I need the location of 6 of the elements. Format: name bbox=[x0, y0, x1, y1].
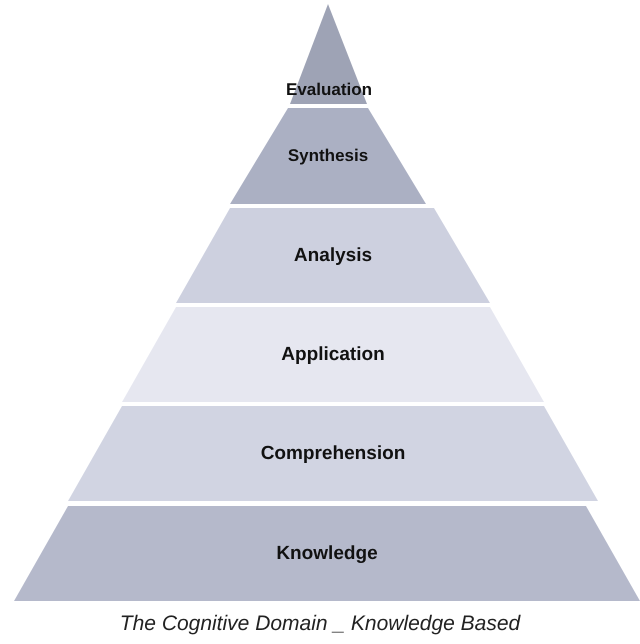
tier-label: Application bbox=[281, 344, 385, 366]
tier-label: Comprehension bbox=[260, 442, 406, 464]
tier-label: Synthesis bbox=[288, 146, 368, 166]
tier-label: Knowledge bbox=[276, 542, 378, 564]
caption: The Cognitive Domain _ Knowledge Based bbox=[118, 612, 522, 636]
tier-label: Analysis bbox=[294, 244, 372, 266]
